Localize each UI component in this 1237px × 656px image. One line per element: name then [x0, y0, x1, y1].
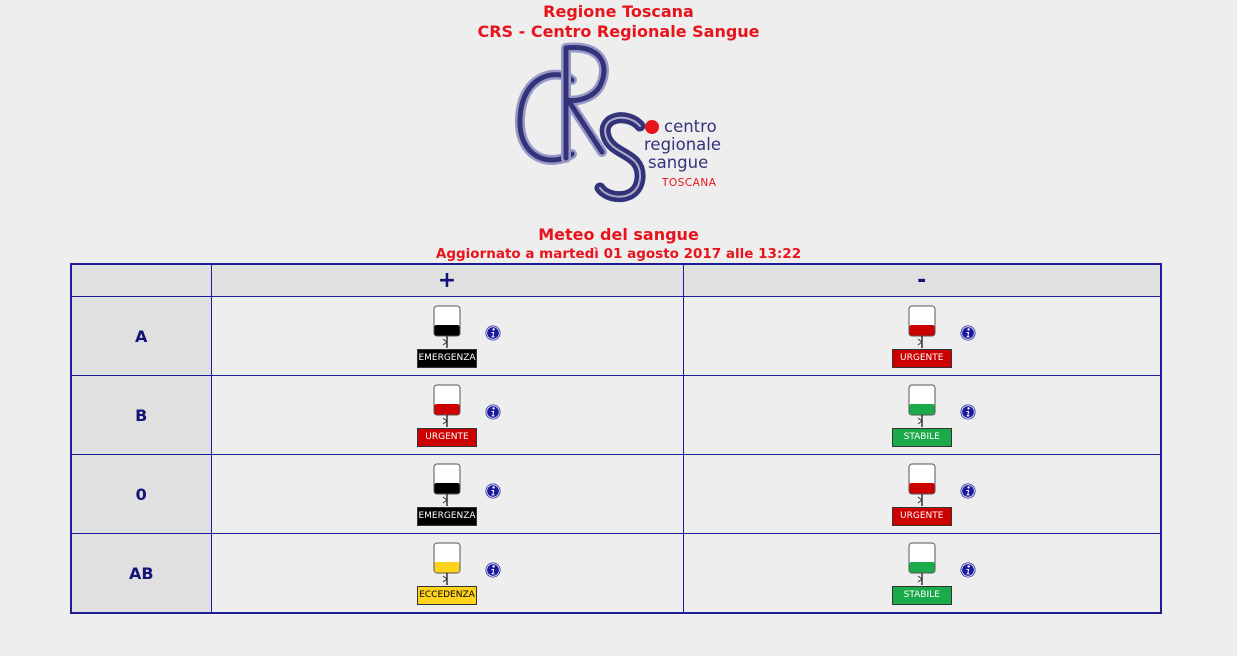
status-badge: URGENTE: [891, 507, 952, 526]
crs-logo: centro regionale sangue TOSCANA: [510, 40, 740, 210]
status-cell-positive: URGENTE: [210, 375, 684, 455]
status-badge: URGENTE: [891, 349, 952, 368]
blood-bag-icon: [908, 463, 936, 506]
info-icon[interactable]: [485, 325, 501, 341]
status-badge: ECCEDENZA: [417, 586, 477, 605]
info-icon[interactable]: [960, 325, 976, 341]
status-badge: STABILE: [891, 428, 952, 447]
corner-cell: [70, 263, 212, 297]
status-indicator: STABILE: [872, 541, 976, 605]
status-indicator: ECCEDENZA: [397, 541, 501, 605]
status-indicator: URGENTE: [397, 383, 501, 447]
blood-group-label: 0: [70, 454, 212, 534]
blood-bag-icon: [908, 542, 936, 585]
status-cell-positive: ECCEDENZA: [210, 533, 684, 614]
logo-word-toscana: TOSCANA: [662, 177, 717, 189]
info-icon[interactable]: [960, 404, 976, 420]
status-indicator: URGENTE: [872, 304, 976, 368]
table-row: AB ECCEDENZA STABILE: [70, 533, 1162, 614]
status-cell-negative: URGENTE: [682, 454, 1162, 534]
status-indicator: EMERGENZA: [397, 304, 501, 368]
blood-bag-icon: [433, 463, 461, 506]
status-badge: EMERGENZA: [417, 507, 477, 526]
crs-logo-mark: [514, 42, 646, 203]
blood-group-label: AB: [70, 533, 212, 614]
blood-bag-icon: [908, 305, 936, 348]
table-row: B URGENTE STABILE: [70, 375, 1162, 455]
status-cell-negative: STABILE: [682, 375, 1162, 455]
status-cell-negative: STABILE: [682, 533, 1162, 614]
status-indicator: STABILE: [872, 383, 976, 447]
status-indicator: URGENTE: [872, 462, 976, 526]
status-badge: URGENTE: [417, 428, 477, 447]
status-cell-positive: EMERGENZA: [210, 454, 684, 534]
status-cell-positive: EMERGENZA: [210, 296, 684, 376]
page-title: Meteo del sangue: [538, 225, 699, 244]
info-icon[interactable]: [485, 483, 501, 499]
status-indicator: EMERGENZA: [397, 462, 501, 526]
info-icon[interactable]: [960, 483, 976, 499]
column-header-negative: -: [682, 263, 1162, 297]
status-badge: STABILE: [891, 586, 952, 605]
update-timestamp: Aggiornato a martedì 01 agosto 2017 alle…: [435, 246, 802, 262]
column-header-positive: +: [210, 263, 684, 297]
blood-bag-icon: [908, 384, 936, 427]
region-title: Regione Toscana: [543, 2, 694, 21]
logo-red-dot-icon: [645, 120, 659, 134]
logo-word-centro: centro: [664, 117, 717, 136]
table-header-row: + -: [70, 263, 1162, 297]
blood-group-label: A: [70, 296, 212, 376]
center-title: CRS - Centro Regionale Sangue: [477, 22, 760, 41]
info-icon[interactable]: [485, 562, 501, 578]
info-icon[interactable]: [485, 404, 501, 420]
blood-group-label: B: [70, 375, 212, 455]
logo-word-regionale: regionale: [644, 135, 722, 154]
table-row: A EMERGENZA URGENTE: [70, 296, 1162, 376]
blood-bag-icon: [433, 305, 461, 348]
status-cell-negative: URGENTE: [682, 296, 1162, 376]
info-icon[interactable]: [960, 562, 976, 578]
logo-word-sangue: sangue: [648, 153, 709, 172]
blood-bag-icon: [433, 384, 461, 427]
status-badge: EMERGENZA: [417, 349, 477, 368]
blood-bag-icon: [433, 542, 461, 585]
